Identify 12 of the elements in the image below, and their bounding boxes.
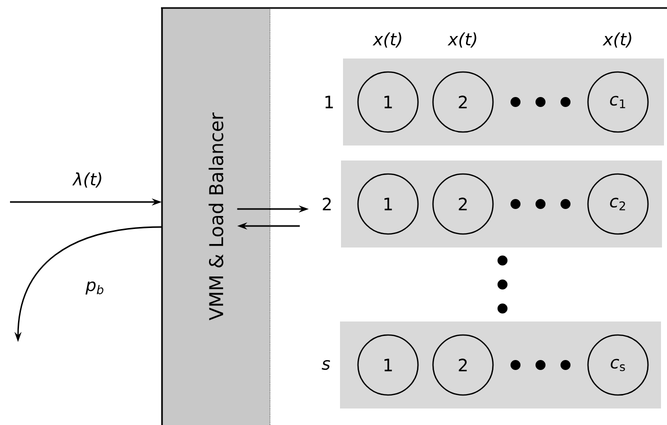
edge-label: p$_{b}$ bbox=[86, 281, 104, 295]
server-row bbox=[343, 58, 664, 146]
row-label: s bbox=[322, 360, 330, 370]
row-label: 2 bbox=[322, 198, 331, 210]
column-label: x(t) bbox=[448, 32, 476, 48]
load-balancer-band: VMM & Load Balancer bbox=[161, 8, 270, 425]
server-row bbox=[340, 322, 661, 408]
row-label: 1 bbox=[325, 96, 333, 108]
server-row bbox=[341, 160, 662, 248]
column-label: x(t) bbox=[372, 32, 402, 48]
edge-label: λ(t) bbox=[72, 172, 102, 188]
column-label: x(t) bbox=[602, 32, 632, 48]
